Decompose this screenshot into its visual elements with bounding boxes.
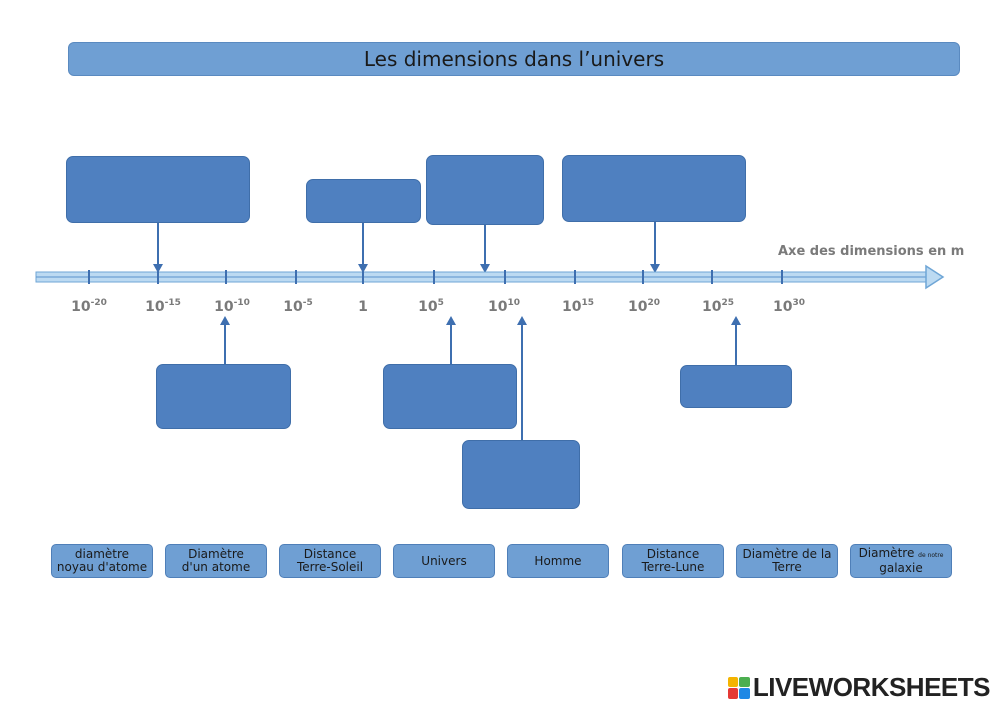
arrow-down-1 — [358, 264, 368, 273]
axis-arrowhead — [925, 264, 945, 290]
arrow-up-1e-10 — [220, 316, 230, 325]
connector-1e-15 — [157, 223, 159, 266]
arrow-down-1e-15 — [153, 264, 163, 273]
axis-title: Axe des dimensions en m — [778, 244, 965, 259]
logo-square — [739, 676, 750, 687]
tick-label: 1010 — [487, 298, 520, 315]
drop-box-1e26[interactable] — [680, 365, 792, 408]
tick-label: 10-10 — [214, 298, 250, 315]
brand-name: LIVEWORKSHEETS — [752, 672, 991, 702]
tick-label: 1020 — [627, 298, 660, 315]
page-title: Les dimensions dans l’univers — [68, 42, 960, 76]
drop-box-1e11[interactable] — [462, 440, 580, 509]
brand-logo: LIVEWORKSHEETS — [727, 672, 991, 703]
tick-label: 105 — [418, 298, 444, 315]
arrow-down-1e20 — [650, 264, 660, 273]
axis-ticks — [88, 270, 783, 284]
answer-chip-univers[interactable]: Univers — [393, 544, 495, 578]
connector-1e11 — [521, 324, 523, 440]
connector-1e26 — [735, 324, 737, 365]
arrow-up-1e6 — [446, 316, 456, 325]
connector-1e8 — [484, 225, 486, 266]
drop-box-1e8[interactable] — [426, 155, 544, 225]
tick-label: 1025 — [701, 298, 734, 315]
logo-square — [727, 688, 739, 699]
tick-label: 1 — [358, 299, 368, 315]
connector-1e6 — [450, 324, 452, 364]
arrow-up-1e11 — [517, 316, 527, 325]
drop-box-1e-15[interactable] — [66, 156, 250, 223]
tick-label: 10-20 — [71, 298, 107, 315]
tick-label: 1015 — [561, 298, 594, 315]
drop-box-1e-10[interactable] — [156, 364, 291, 429]
arrow-up-1e26 — [731, 316, 741, 325]
connector-1 — [362, 223, 364, 266]
tick-label: 10-5 — [283, 298, 313, 315]
arrow-down-1e8 — [480, 264, 490, 273]
connector-1e20 — [654, 222, 656, 266]
connector-1e-10 — [224, 324, 226, 364]
brand-logo-icon — [727, 676, 750, 699]
drop-box-1e20[interactable] — [562, 155, 746, 222]
answer-chip-homme[interactable]: Homme — [507, 544, 609, 578]
drop-box-1[interactable] — [306, 179, 421, 223]
tick-label: 1030 — [772, 298, 805, 315]
drop-box-1e6[interactable] — [383, 364, 517, 429]
tick-label: 10-15 — [145, 298, 181, 315]
logo-square — [727, 676, 739, 687]
logo-square — [739, 688, 750, 699]
